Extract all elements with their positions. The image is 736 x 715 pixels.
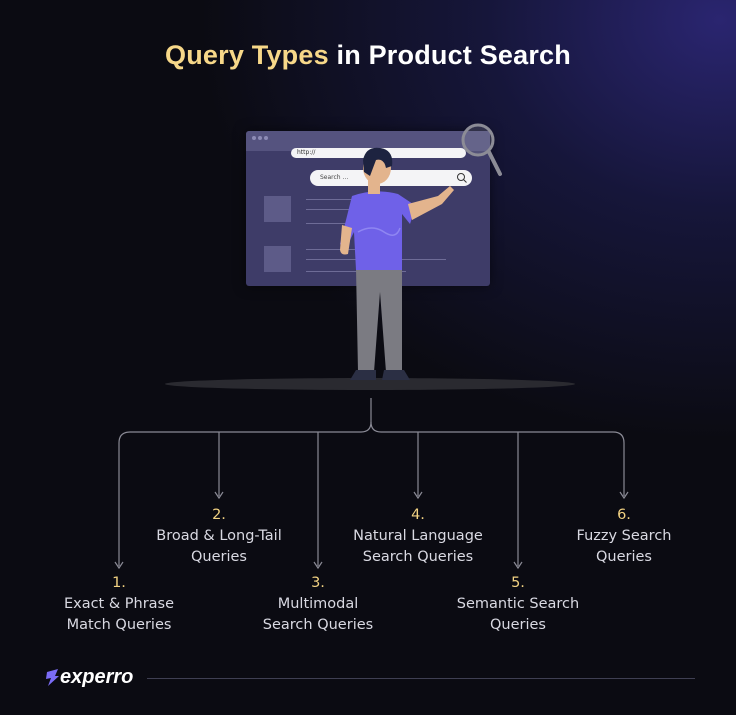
query-label-line2: Queries	[490, 617, 546, 633]
query-label-line2: Queries	[191, 549, 247, 565]
result-line	[306, 249, 396, 250]
query-type-5: 5. Semantic Search Queries	[438, 573, 598, 636]
query-label-line1: Exact & Phrase	[63, 596, 175, 612]
query-label-line1: Natural Language	[353, 528, 483, 544]
query-label-line2: Search Queries	[362, 549, 474, 565]
query-label-line1: Semantic Search	[456, 596, 580, 612]
query-number: 6.	[617, 507, 631, 523]
window-dot	[252, 136, 256, 140]
connector-tree	[114, 398, 629, 570]
page-title: Query Types in Product Search	[0, 40, 736, 71]
search-icon	[457, 173, 467, 183]
browser-window-illustration: http:// Search ...	[246, 131, 490, 286]
query-number: 2.	[212, 507, 226, 523]
query-number: 4.	[411, 507, 425, 523]
magnifier-icon	[461, 123, 502, 176]
brand-name: experro	[60, 666, 134, 688]
title-rest: in Product Search	[328, 40, 571, 70]
query-label-line2: Queries	[596, 549, 652, 565]
floor-shadow	[165, 378, 575, 390]
search-box: Search ...	[310, 170, 472, 186]
query-label-line1: Broad & Long-Tail	[156, 528, 282, 544]
query-type-4: 4. Natural Language Search Queries	[338, 505, 498, 568]
query-type-1: 1. Exact & Phrase Match Queries	[44, 573, 194, 636]
query-number: 5.	[511, 575, 525, 591]
query-type-6: 6. Fuzzy Search Queries	[549, 505, 699, 568]
result-line	[306, 199, 396, 200]
query-label-line2: Match Queries	[66, 617, 172, 633]
result-thumbnail	[264, 246, 291, 272]
query-label-line1: Fuzzy Search	[576, 528, 672, 544]
window-dot	[264, 136, 268, 140]
person-illustration	[340, 147, 454, 380]
query-number: 1.	[112, 575, 126, 591]
browser-titlebar	[246, 131, 490, 151]
window-dot	[258, 136, 262, 140]
query-label-line1: Multimodal	[277, 596, 359, 612]
query-label-line2: Search Queries	[262, 617, 374, 633]
result-line	[306, 271, 406, 272]
query-type-2: 2. Broad & Long-Tail Queries	[139, 505, 299, 568]
query-number: 3.	[311, 575, 325, 591]
result-thumbnail	[264, 196, 291, 222]
brand-logo-icon	[46, 669, 59, 686]
footer-divider	[147, 678, 695, 679]
search-placeholder: Search ...	[320, 174, 349, 181]
title-highlight: Query Types	[165, 40, 329, 70]
query-type-3: 3. Multimodal Search Queries	[243, 573, 393, 636]
